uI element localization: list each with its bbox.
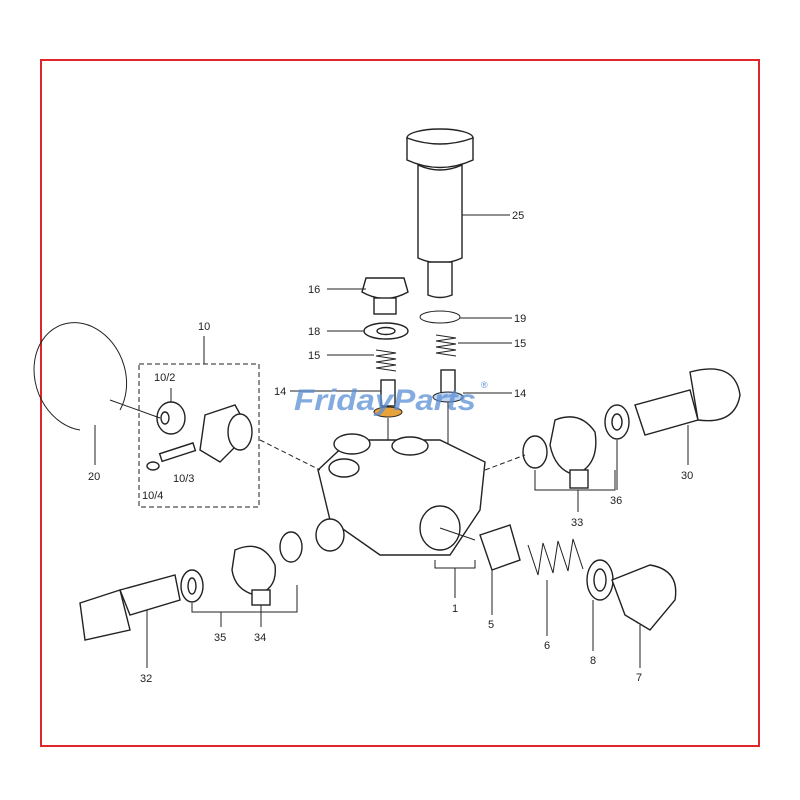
part-34-banjo-left xyxy=(231,531,303,627)
watermark-text: FridayParts xyxy=(294,384,476,417)
part-25-hand-pump xyxy=(406,128,510,299)
part-35-washer-left xyxy=(180,569,298,627)
label-34: 34 xyxy=(254,632,266,644)
label-14-right: 14 xyxy=(514,388,526,400)
label-10: 10 xyxy=(198,321,210,333)
label-8: 8 xyxy=(590,655,596,667)
label-30: 30 xyxy=(681,470,693,482)
label-19: 19 xyxy=(514,313,526,325)
label-16: 16 xyxy=(308,284,320,296)
diagram-border xyxy=(40,59,760,747)
part-19-o-ring xyxy=(419,310,512,324)
label-15-left: 15 xyxy=(308,350,320,362)
part-30-banjo-bolt-right xyxy=(634,368,741,465)
label-7: 7 xyxy=(636,672,642,684)
label-25: 25 xyxy=(512,210,524,222)
part-14-valve-left xyxy=(290,379,403,418)
part-6-spring xyxy=(527,538,584,636)
label-18: 18 xyxy=(308,326,320,338)
label-1: 1 xyxy=(452,603,458,615)
watermark-registered: ® xyxy=(481,380,488,390)
part-7-plug xyxy=(611,564,677,668)
part-5-sleeve xyxy=(479,524,521,615)
label-33: 33 xyxy=(571,517,583,529)
label-10-4: 10/4 xyxy=(142,490,163,502)
label-10-2: 10/2 xyxy=(154,372,175,384)
label-36: 36 xyxy=(610,495,622,507)
part-18-washer xyxy=(327,322,409,340)
part-20-circlip xyxy=(33,322,128,465)
label-10-3: 10/3 xyxy=(173,473,194,485)
part-32-banjo-bolt-left xyxy=(79,574,181,668)
label-35: 35 xyxy=(214,632,226,644)
part-16-plug xyxy=(327,277,409,315)
part-33-banjo-right xyxy=(522,416,616,512)
part-10-assembly xyxy=(109,336,321,508)
part-15-spring-right xyxy=(435,334,512,357)
part-15-spring-left xyxy=(327,349,397,372)
part-1-pump-body xyxy=(315,433,486,598)
label-6: 6 xyxy=(544,640,550,652)
part-8-washer xyxy=(586,559,614,651)
label-5: 5 xyxy=(488,619,494,631)
label-20: 20 xyxy=(88,471,100,483)
fridayparts-watermark: FridayParts ® xyxy=(294,380,488,417)
label-15-right: 15 xyxy=(514,338,526,350)
label-14-left: 14 xyxy=(274,386,286,398)
part-36-washer-right xyxy=(604,404,630,490)
label-32: 32 xyxy=(140,673,152,685)
